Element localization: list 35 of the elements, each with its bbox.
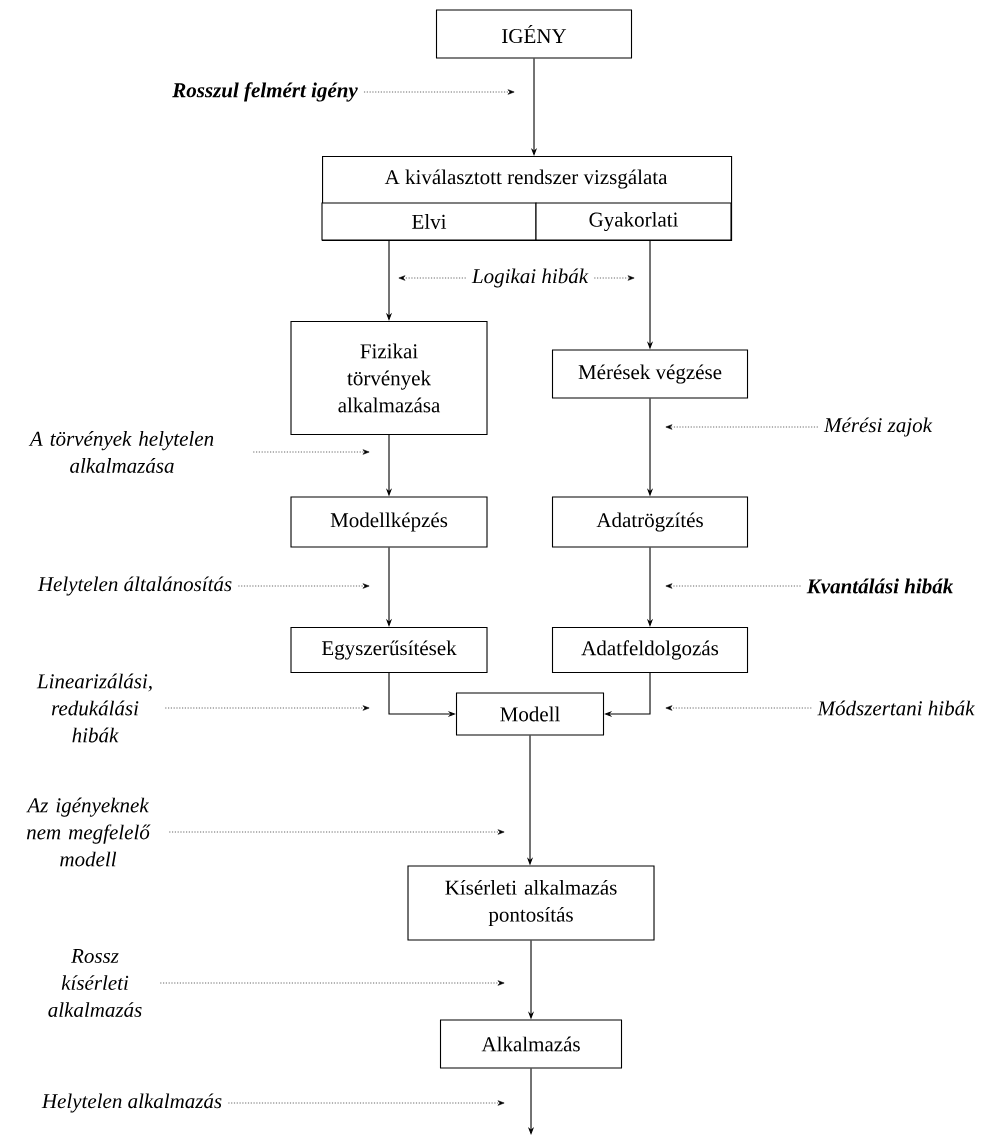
arrow (665, 583, 801, 589)
process-box: Fizikai törvények alkalmazása (290, 320, 488, 436)
error-label: Az igényeknek nem megfelelő modell (26, 797, 151, 867)
error-label: Helytelen alkalmazás (41, 1093, 222, 1113)
process-box: IGÉNY (435, 9, 633, 59)
process-box: Modellképzés (290, 496, 488, 548)
arrow (168, 829, 505, 835)
process-box: Adatrögzítés (551, 496, 749, 548)
error-label: A törvények helytelen alkalmazása (28, 431, 214, 473)
arrow (398, 275, 467, 281)
process-box: Mérések végzése (551, 349, 749, 399)
cell: Elvi (321, 202, 537, 241)
process-box: Modell (455, 692, 605, 736)
arrow (228, 1100, 505, 1106)
arrow (665, 705, 812, 711)
error-label: Rossz kísérleti alkalmazás (48, 949, 142, 1017)
error-label: Linearizálási, redukálási hibák (36, 673, 152, 743)
error-label: Rosszul felmért igény (172, 82, 358, 102)
error-label: Kvantálási hibák (806, 578, 954, 594)
arrow (164, 705, 370, 711)
process-box: Adatfeldolgozás (551, 626, 749, 674)
arrow (238, 583, 370, 589)
error-label: Módszertani hibák (817, 700, 975, 716)
arrow (593, 275, 635, 281)
process-box: Kísérleti alkalmazás pontosítás (407, 865, 655, 941)
error-label: Helytelen általánosítás (37, 576, 232, 596)
process-box: Egyszerűsítések (290, 626, 488, 674)
cell: Gyakorlati (535, 202, 732, 241)
error-label: Mérési zajok (823, 417, 933, 437)
process-box: Alkalmazás (439, 1019, 623, 1069)
arrow (363, 89, 515, 95)
error-label: Logikai hibák (471, 268, 589, 288)
arrow (159, 980, 505, 986)
arrow (252, 449, 370, 455)
arrow (665, 424, 819, 430)
